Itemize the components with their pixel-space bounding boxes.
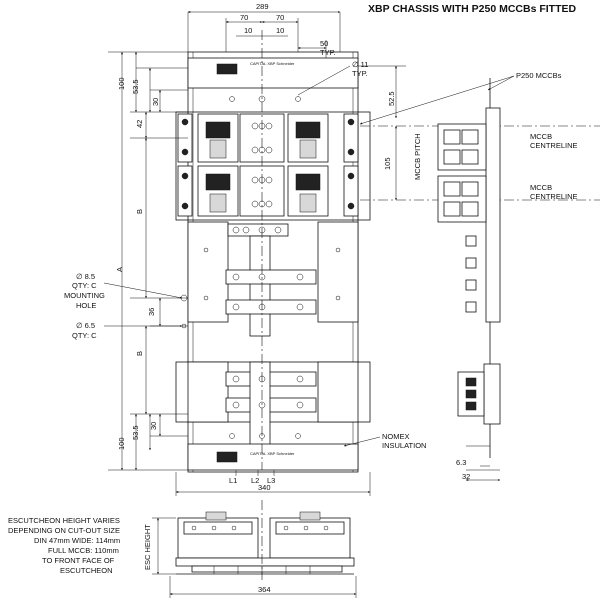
hole-6-5-label: ∅ 6.5 — [76, 321, 95, 330]
hole-label: HOLE — [76, 301, 96, 310]
right-dimensions: 52.5 105 MCCB PITCH MCCB CENTRELINE MCCB… — [358, 65, 600, 201]
left-dimensions: A 100 53.5 30 42 B 36 B 30 53.5 100 — [108, 51, 188, 471]
mccb-pitch-label: MCCB PITCH — [413, 133, 422, 180]
note-line-5: TO FRONT FACE OF — [42, 556, 115, 565]
dim-100-top: 100 — [117, 77, 126, 90]
phase-l2-label: L2 — [251, 476, 259, 485]
mccb-row-1 — [177, 113, 359, 163]
dim-340: 340 — [258, 483, 271, 492]
dim-30-top: 30 — [151, 98, 160, 106]
dim-53-5-bottom: 53.5 — [131, 425, 140, 440]
dim-70-right: 70 — [276, 13, 284, 22]
dim-a: A — [115, 267, 124, 272]
nomex-callout: NOMEX INSULATION — [343, 432, 426, 450]
qty-c-label-2: QTY: C — [72, 331, 97, 340]
mccb-centreline-2-line2: CENTRELINE — [530, 192, 578, 201]
front-view: CAPITAL XBP Schneider — [175, 30, 371, 485]
note-line-3: DIN 47mm WIDE: 114mm — [34, 536, 120, 545]
nomex-label-1: NOMEX — [382, 432, 410, 441]
dim-364: 364 — [258, 585, 271, 594]
drawing-title: XBP CHASSIS WITH P250 MCCBs FITTED — [368, 3, 577, 15]
dim-10-right: 10 — [276, 26, 284, 35]
mccb-centreline-1-line2: CENTRELINE — [530, 141, 578, 150]
phase-l1-label: L1 — [229, 476, 237, 485]
dim-36: 36 — [147, 308, 156, 316]
mccb-row-2 — [177, 165, 359, 217]
busbar-section-lower — [175, 361, 371, 453]
dim-50: 50 — [320, 39, 328, 48]
note-line-1: ESCUTCHEON HEIGHT VARIES — [8, 516, 120, 525]
dim-b-upper: B — [135, 209, 144, 214]
p250-mccbs-label: P250 MCCBs — [516, 71, 562, 80]
dim-52-5: 52.5 — [387, 91, 396, 106]
dim-6-3: 6.3 — [456, 458, 466, 467]
end-view: ESC HEIGHT 364 — [143, 500, 357, 598]
dim-53-5-top: 53.5 — [131, 79, 140, 94]
dim-hole-11-typ: TYP. — [352, 69, 368, 78]
dim-100-bottom: 100 — [117, 437, 126, 450]
dim-30-bottom: 30 — [149, 422, 158, 430]
busbar-section-upper — [187, 221, 359, 337]
side-view: 6.3 32 — [437, 78, 501, 481]
esc-height-label: ESC HEIGHT — [143, 524, 152, 570]
top-label-plate — [187, 57, 359, 89]
note-line-2: DEPENDING ON CUT-OUT SIZE — [8, 526, 120, 535]
bottom-dimension: 340 — [175, 472, 371, 496]
dim-50-typ: TYP. — [320, 48, 336, 57]
dim-hole-11: ∅ 11 — [352, 60, 368, 69]
dim-70-left: 70 — [240, 13, 248, 22]
mccb-centreline-1-line1: MCCB — [530, 132, 552, 141]
phase-l3-label: L3 — [267, 476, 275, 485]
dim-105: 105 — [383, 157, 392, 170]
dim-b-lower: B — [135, 351, 144, 356]
escutcheon-note: ESCUTCHEON HEIGHT VARIES DEPENDING ON CU… — [8, 516, 120, 575]
plate-text-bottom: CAPITAL XBP Schneider — [250, 451, 295, 456]
bottom-label-plate — [187, 443, 359, 471]
nomex-label-2: INSULATION — [382, 441, 426, 450]
hole-8-5-label: ∅ 8.5 — [76, 272, 95, 281]
dim-overall-width: 289 — [256, 2, 269, 11]
plate-text-top: CAPITAL XBP Schneider — [250, 61, 295, 66]
mounting-label: MOUNTING — [64, 291, 105, 300]
qty-c-label-1: QTY: C — [72, 281, 97, 290]
top-dimensions: 289 70 70 10 10 50 TYP. ∅ 11 TYP. — [187, 2, 368, 96]
dim-10-left: 10 — [244, 26, 252, 35]
mccb-mount-frame — [175, 111, 371, 221]
hole-callouts: ∅ 8.5 QTY: C MOUNTING HOLE ∅ 6.5 QTY: C — [64, 272, 188, 340]
note-line-6: ESCUTCHEON — [60, 566, 113, 575]
mccb-centreline-2-line1: MCCB — [530, 183, 552, 192]
note-line-4: FULL MCCB: 110mm — [48, 546, 119, 555]
dim-32: 32 — [462, 472, 470, 481]
dim-42: 42 — [135, 120, 144, 128]
